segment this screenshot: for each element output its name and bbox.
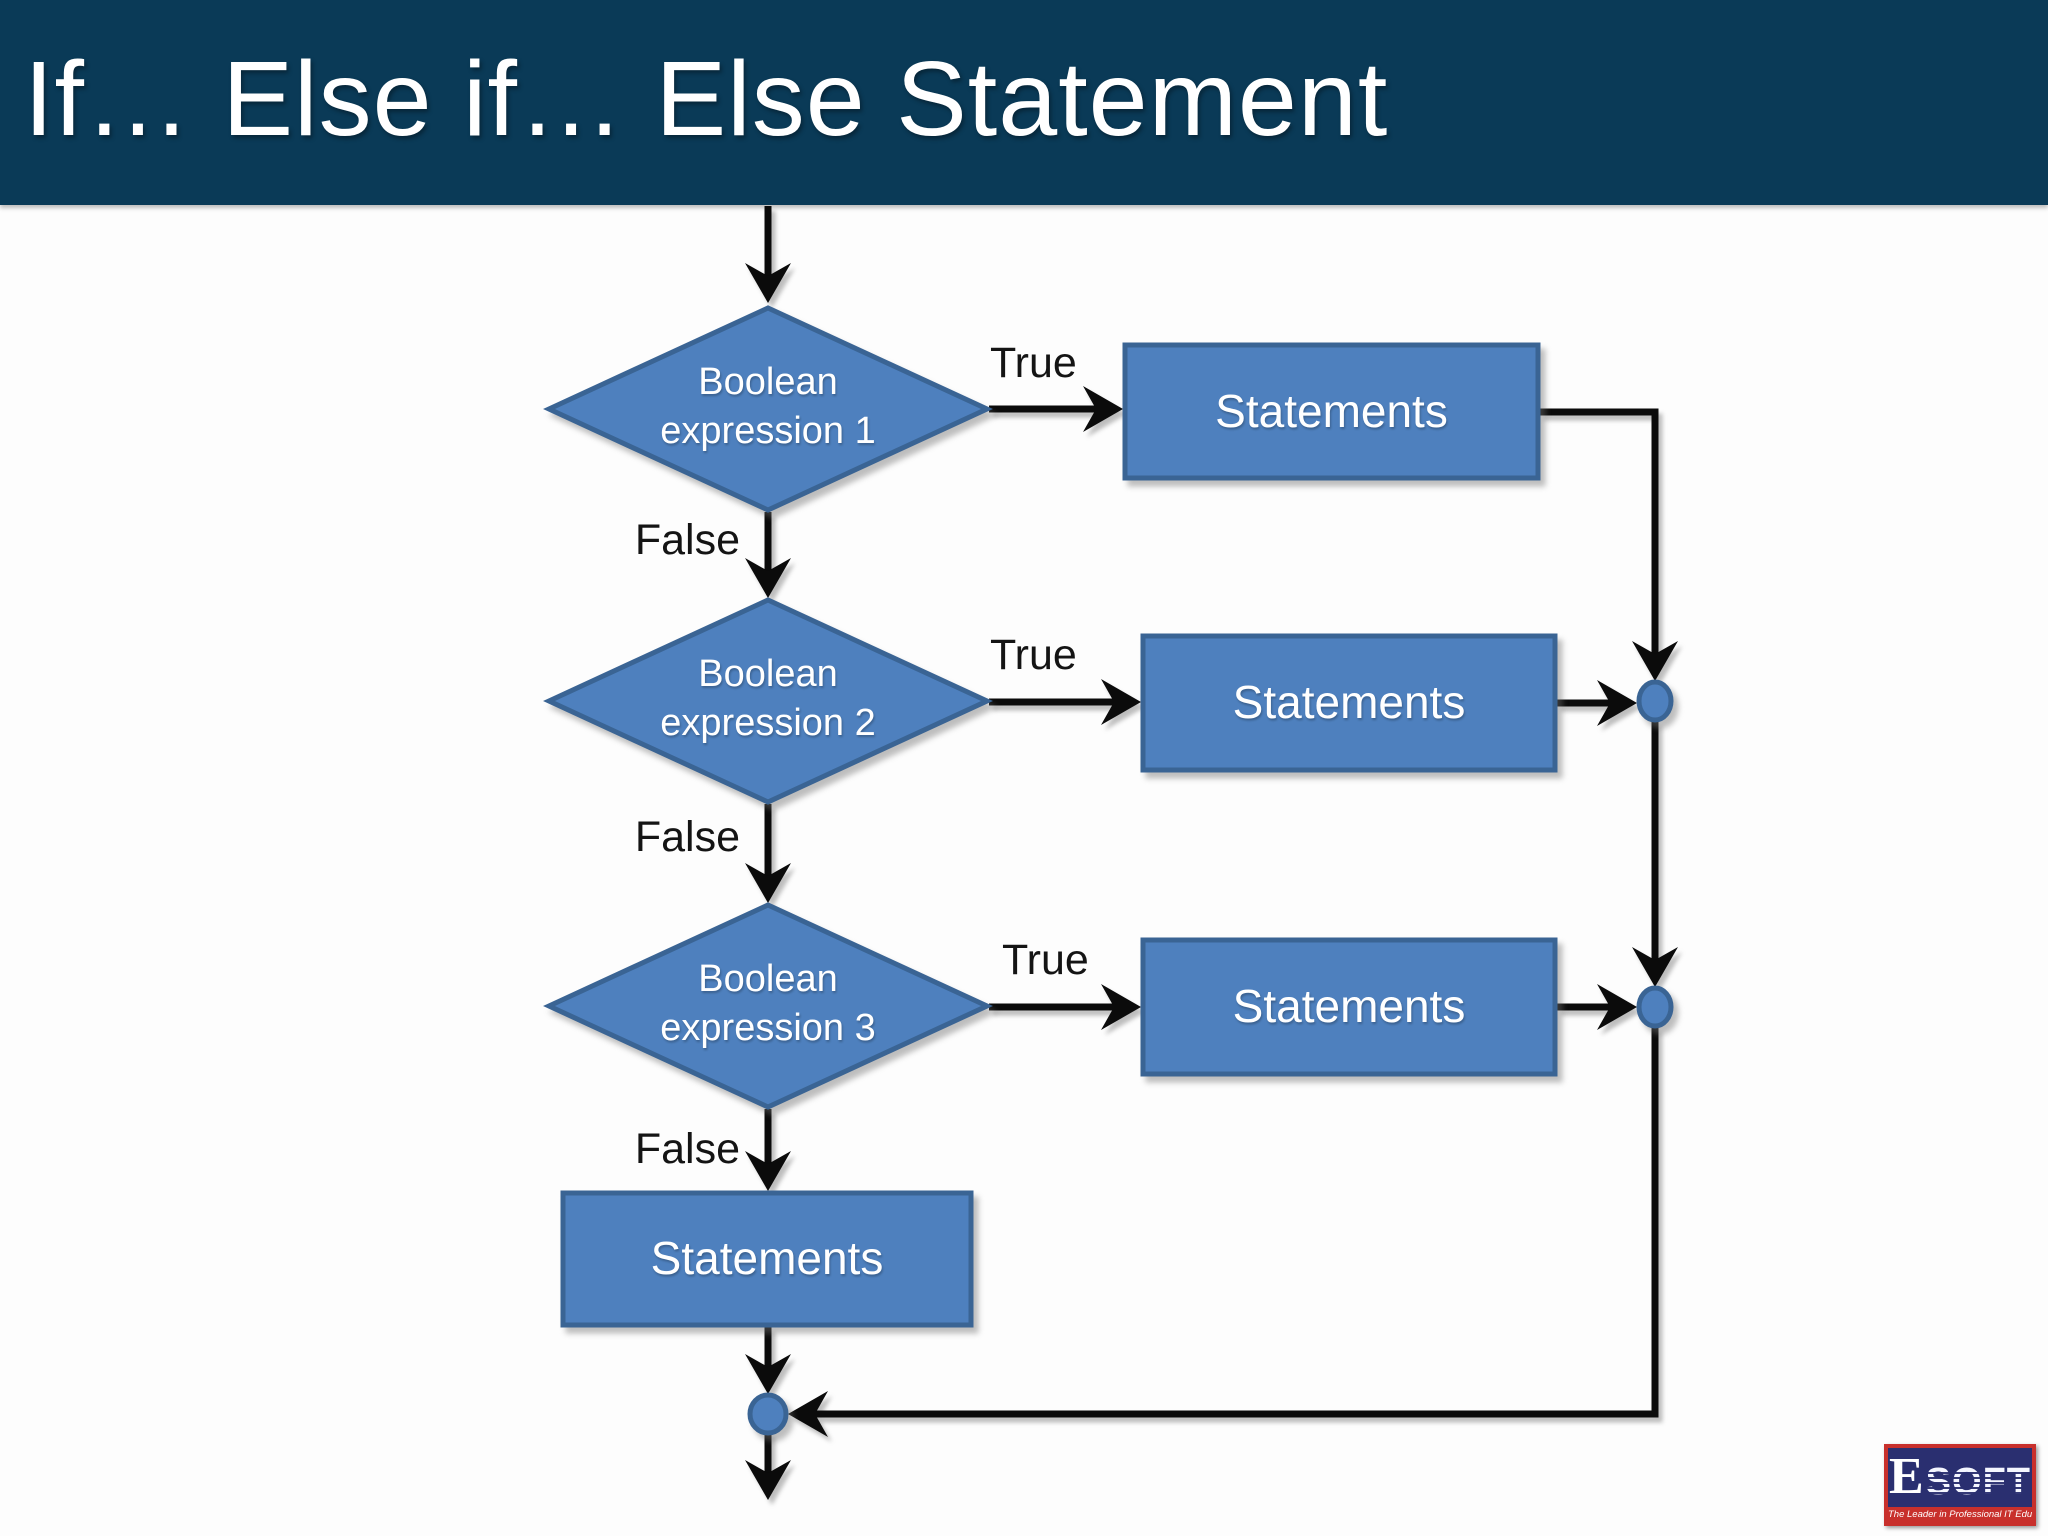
slide-header: If… Else if… Else Statement [0,0,2048,205]
statements-box-3-label: Statements [1232,980,1466,1033]
flow-connectors [745,206,1678,1500]
false1-arrowhead [745,558,791,598]
decision-diamond-2 [543,597,993,805]
stmt1-merge-line [1540,408,1659,658]
page-title: If… Else if… Else Statement [24,39,1389,158]
true2-arrowhead [1101,679,1141,725]
esoft-logo-wordmark: E SOFT [1888,1447,2032,1505]
decision-1-line1: Boolean [698,361,838,403]
decision-3-line2: expression 3 [660,1007,876,1050]
true-label-3: True [1002,936,1089,984]
stmt1-merge-arrowhead [1632,641,1678,681]
true3-arrowhead [1101,984,1141,1030]
false3-arrowhead [745,1151,791,1191]
decision-3-line1: Boolean [698,958,838,1000]
else-statements-rect [560,1190,974,1328]
merge2-final-line [815,1027,1659,1418]
statements-box-2-label: Statements [1232,676,1466,729]
decision-1-line2: expression 1 [660,410,876,453]
flow-shapes [543,305,1674,1436]
true-label-1: True [990,339,1077,387]
else-statements-box-label: Statements [650,1232,884,1285]
decision-1-label: Boolean expression 1 [608,358,928,457]
merge-connector-final [747,1392,789,1436]
statements-rect-1 [1122,342,1541,481]
decision-2-label: Boolean expression 2 [608,650,928,749]
esoft-logo: E SOFT The Leader in Professional IT Edu… [1884,1444,2036,1526]
stmt3-merge-arrowhead [1597,984,1637,1030]
else-exit-arrowhead [745,1354,791,1394]
esoft-logo-soft: SOFT [1925,1463,2031,1501]
true-label-2: True [990,631,1077,679]
stmt2-merge-arrowhead [1597,680,1637,726]
merge-connector-1 [1636,679,1674,723]
statements-box-1-label: Statements [1215,384,1448,437]
decision-diamond-3 [543,902,993,1110]
merge1-merge2-arrowhead [1632,947,1678,987]
false-label-2: False [634,813,740,861]
statements-rect-2 [1140,633,1558,773]
false2-arrowhead [745,863,791,903]
decision-2-line2: expression 2 [660,702,876,745]
decision-diamond-1 [543,305,993,513]
true1-arrowhead [1083,386,1123,432]
false-label-3: False [634,1125,740,1173]
esoft-logo-stripes [1925,1468,2031,1499]
false-label-1: False [634,516,740,564]
esoft-logo-tagline: The Leader in Professional IT Education [1888,1507,2032,1522]
entry-arrowhead [745,263,791,303]
statements-rect-3 [1140,937,1558,1077]
esoft-logo-e: E [1888,1447,1924,1505]
decision-3-label: Boolean expression 3 [608,955,928,1054]
merge2-final-arrowhead [788,1391,828,1437]
merge-connector-2 [1636,985,1674,1029]
decision-2-line1: Boolean [698,653,838,695]
final-exit-arrowhead [745,1460,791,1500]
